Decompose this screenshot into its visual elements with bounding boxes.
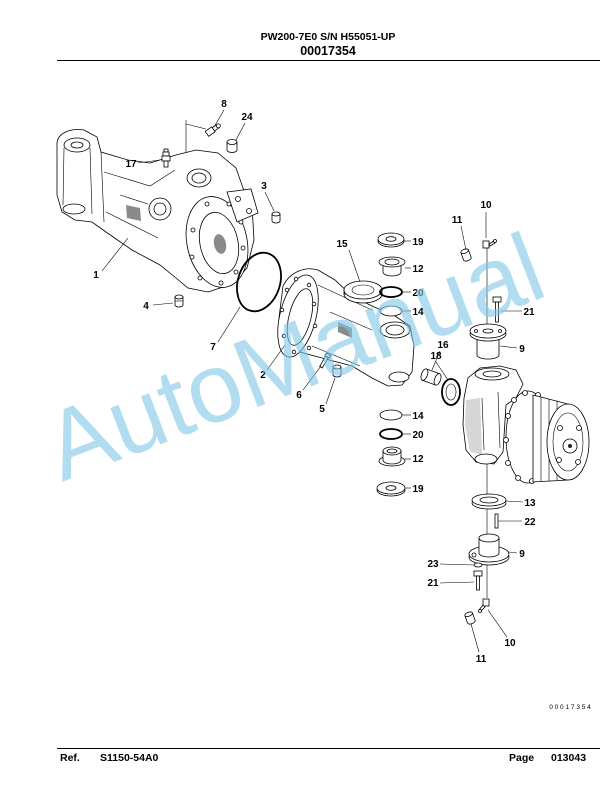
footer-divider bbox=[57, 748, 600, 749]
washer-part bbox=[377, 232, 405, 248]
page-number: 013043 bbox=[551, 752, 587, 764]
washer-part bbox=[473, 562, 483, 568]
seal-part bbox=[379, 409, 403, 421]
callout-label: 19 bbox=[412, 484, 424, 495]
callout-label: 16 bbox=[437, 340, 449, 351]
callout-label: 12 bbox=[412, 264, 424, 275]
callout-label: 14 bbox=[412, 307, 424, 318]
callout-label: 11 bbox=[476, 654, 487, 665]
callout-label: 2 bbox=[260, 370, 266, 381]
callout-label: 18 bbox=[430, 351, 442, 362]
callout-label: 13 bbox=[524, 498, 536, 509]
callout-label: 9 bbox=[519, 549, 525, 560]
callout-label: 5 bbox=[319, 404, 325, 415]
housing-part-left bbox=[56, 129, 259, 293]
bolt-part bbox=[319, 352, 332, 369]
document-number: 00017354 bbox=[300, 44, 356, 58]
callout-label: 17 bbox=[125, 159, 137, 170]
bushing-part bbox=[420, 368, 442, 386]
callout-label: 20 bbox=[412, 430, 424, 441]
cap-part bbox=[343, 280, 383, 304]
callout-label: 10 bbox=[504, 638, 516, 649]
callout-label: 12 bbox=[412, 454, 424, 465]
callout-label: 24 bbox=[241, 112, 253, 123]
plug-part bbox=[174, 294, 184, 308]
page-label: Page bbox=[509, 752, 535, 764]
callout-label: 10 bbox=[480, 200, 492, 211]
bolt-part bbox=[473, 570, 483, 591]
callout-label: 23 bbox=[427, 559, 439, 570]
kingpin-part bbox=[468, 533, 510, 566]
pin-part bbox=[332, 364, 342, 378]
callout-label: 1 bbox=[93, 270, 99, 281]
callout-labels: 8 24 17 3 1 4 7 2 6 5 15 19 12 20 14 16 … bbox=[93, 99, 536, 665]
kingpin-part bbox=[469, 323, 507, 360]
grease-fitting-part bbox=[204, 123, 221, 137]
model-serial-title: PW200-7E0 S/N H55051-UP bbox=[260, 31, 396, 43]
pin-part bbox=[494, 513, 499, 529]
steering-knuckle-part bbox=[462, 365, 590, 484]
callout-label: 22 bbox=[524, 517, 536, 528]
callout-label: 11 bbox=[452, 215, 463, 226]
plug-part bbox=[460, 248, 472, 262]
callout-label: 14 bbox=[412, 411, 424, 422]
callout-label: 15 bbox=[336, 239, 348, 250]
o-ring-part bbox=[236, 251, 282, 313]
breather-part bbox=[161, 148, 171, 168]
grease-fitting-part bbox=[478, 598, 490, 613]
bushing-part bbox=[378, 256, 406, 277]
plug-part bbox=[464, 611, 476, 625]
ref-number: S1150-54A0 bbox=[100, 752, 159, 764]
ref-label: Ref. bbox=[60, 752, 80, 764]
housing-part-center bbox=[277, 268, 415, 387]
bushing-part bbox=[378, 446, 406, 467]
callout-label: 21 bbox=[427, 578, 439, 589]
leader-lines bbox=[101, 109, 524, 653]
plug-part bbox=[226, 139, 238, 153]
callout-label: 21 bbox=[523, 307, 535, 318]
o-ring-part bbox=[379, 428, 403, 440]
washer-part bbox=[471, 493, 507, 510]
callout-label: 4 bbox=[143, 301, 149, 312]
seal-part bbox=[441, 378, 461, 406]
callout-label: 9 bbox=[519, 344, 525, 355]
callout-label: 7 bbox=[210, 342, 216, 353]
plug-part bbox=[271, 211, 281, 224]
drawing-code: 0 0 0 1 7 3 5 4 bbox=[549, 704, 591, 711]
callout-label: 3 bbox=[261, 181, 267, 192]
callout-label: 20 bbox=[412, 288, 424, 299]
washer-part bbox=[376, 481, 406, 497]
header-divider bbox=[57, 60, 600, 61]
callout-label: 19 bbox=[412, 237, 424, 248]
callout-label: 6 bbox=[296, 390, 302, 401]
grease-fitting-part bbox=[482, 239, 497, 249]
callout-label: 8 bbox=[221, 99, 227, 110]
bolt-part bbox=[492, 296, 502, 323]
